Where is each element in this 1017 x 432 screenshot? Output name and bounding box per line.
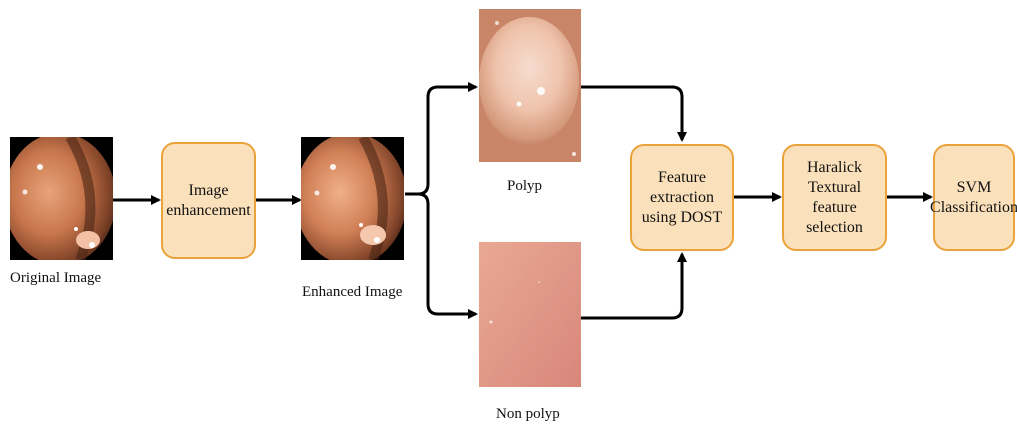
polyp-image [479,9,581,162]
arrow-split-to-non-polyp [405,194,476,314]
non-polyp-image [479,242,581,387]
arrow-polyp-to-feature [581,87,682,140]
step-image-enhancement: Image enhancement [161,142,256,259]
arrow-non-polyp-to-feature [581,254,682,318]
step-haralick-feature-selection: Haralick Textural feature selection [782,144,887,251]
caption-original-image: Original Image [10,270,101,287]
caption-polyp: Polyp [507,178,542,195]
arrow-split-to-polyp [405,87,476,194]
original-image [10,137,113,260]
step-feature-extraction: Feature extraction using DOST [630,144,734,251]
caption-enhanced-image: Enhanced Image [302,284,402,301]
caption-non-polyp: Non polyp [496,406,560,423]
step-svm-classification: SVM Classification [933,144,1015,251]
enhanced-image [301,137,404,260]
